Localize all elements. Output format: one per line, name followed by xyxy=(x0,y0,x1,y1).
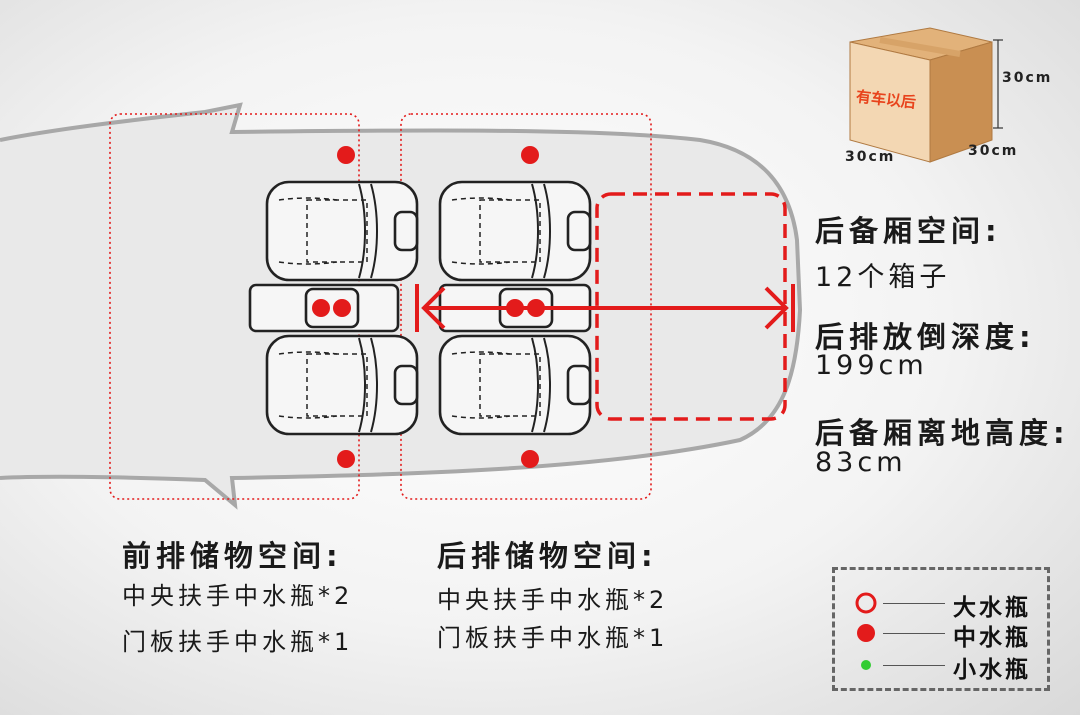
legend-label-medium: 中水瓶 xyxy=(953,625,1031,651)
front-storage-title: 前排储物空间: xyxy=(122,539,343,573)
small-bottle-dot-icon xyxy=(861,660,871,670)
front-right-seat xyxy=(265,334,419,436)
legend: 大水瓶 中水瓶 小水瓶 xyxy=(832,567,1050,691)
trunk-space-value: 12个箱子 xyxy=(815,262,951,293)
front-left-seat xyxy=(265,180,419,282)
car-body-outline xyxy=(0,102,803,510)
cardboard-box-icon: 有车以后 xyxy=(849,27,1003,163)
legend-row-small: 小水瓶 xyxy=(835,650,1047,683)
rear-folded-depth-title: 后排放倒深度: xyxy=(815,320,1036,354)
legend-row-medium: 中水瓶 xyxy=(835,618,1047,651)
rear-storage-title: 后排储物空间: xyxy=(437,539,658,573)
box-height-label: 30cm xyxy=(1002,70,1053,86)
trunk-height-value: 83cm xyxy=(815,447,907,478)
front-console-bottle-2 xyxy=(333,299,351,317)
rear-storage-zone xyxy=(400,113,652,500)
trunk-area xyxy=(595,192,787,421)
rear-right-seat xyxy=(438,334,592,436)
rear-storage-item: 门板扶手中水瓶*1 xyxy=(437,624,669,652)
rear-left-door-bottle xyxy=(521,146,539,164)
front-storage-item: 门板扶手中水瓶*1 xyxy=(122,628,354,656)
legend-connector xyxy=(883,603,945,604)
trunk-height-title: 后备厢离地高度: xyxy=(815,416,1070,450)
front-storage-item: 中央扶手中水瓶*2 xyxy=(122,582,354,610)
trunk-space-title: 后备厢空间: xyxy=(815,214,1002,248)
legend-connector xyxy=(883,633,945,634)
legend-label-large: 大水瓶 xyxy=(953,595,1031,621)
legend-label-small: 小水瓶 xyxy=(953,657,1031,683)
large-bottle-ring-icon xyxy=(855,592,877,614)
rear-folded-depth-arrow xyxy=(415,284,795,332)
rear-folded-depth-value: 199cm xyxy=(815,350,928,381)
box-depth-label: 30cm xyxy=(968,143,1019,159)
front-center-armrest xyxy=(248,283,400,333)
rear-right-door-bottle xyxy=(521,450,539,468)
medium-bottle-dot-icon xyxy=(857,624,875,642)
front-console-bottle-1 xyxy=(312,299,330,317)
legend-row-large: 大水瓶 xyxy=(835,588,1047,621)
box-width-label: 30cm xyxy=(845,149,896,165)
rear-left-seat xyxy=(438,180,592,282)
front-left-door-bottle xyxy=(337,146,355,164)
legend-connector xyxy=(883,665,945,666)
rear-storage-item: 中央扶手中水瓶*2 xyxy=(437,586,669,614)
front-right-door-bottle xyxy=(337,450,355,468)
